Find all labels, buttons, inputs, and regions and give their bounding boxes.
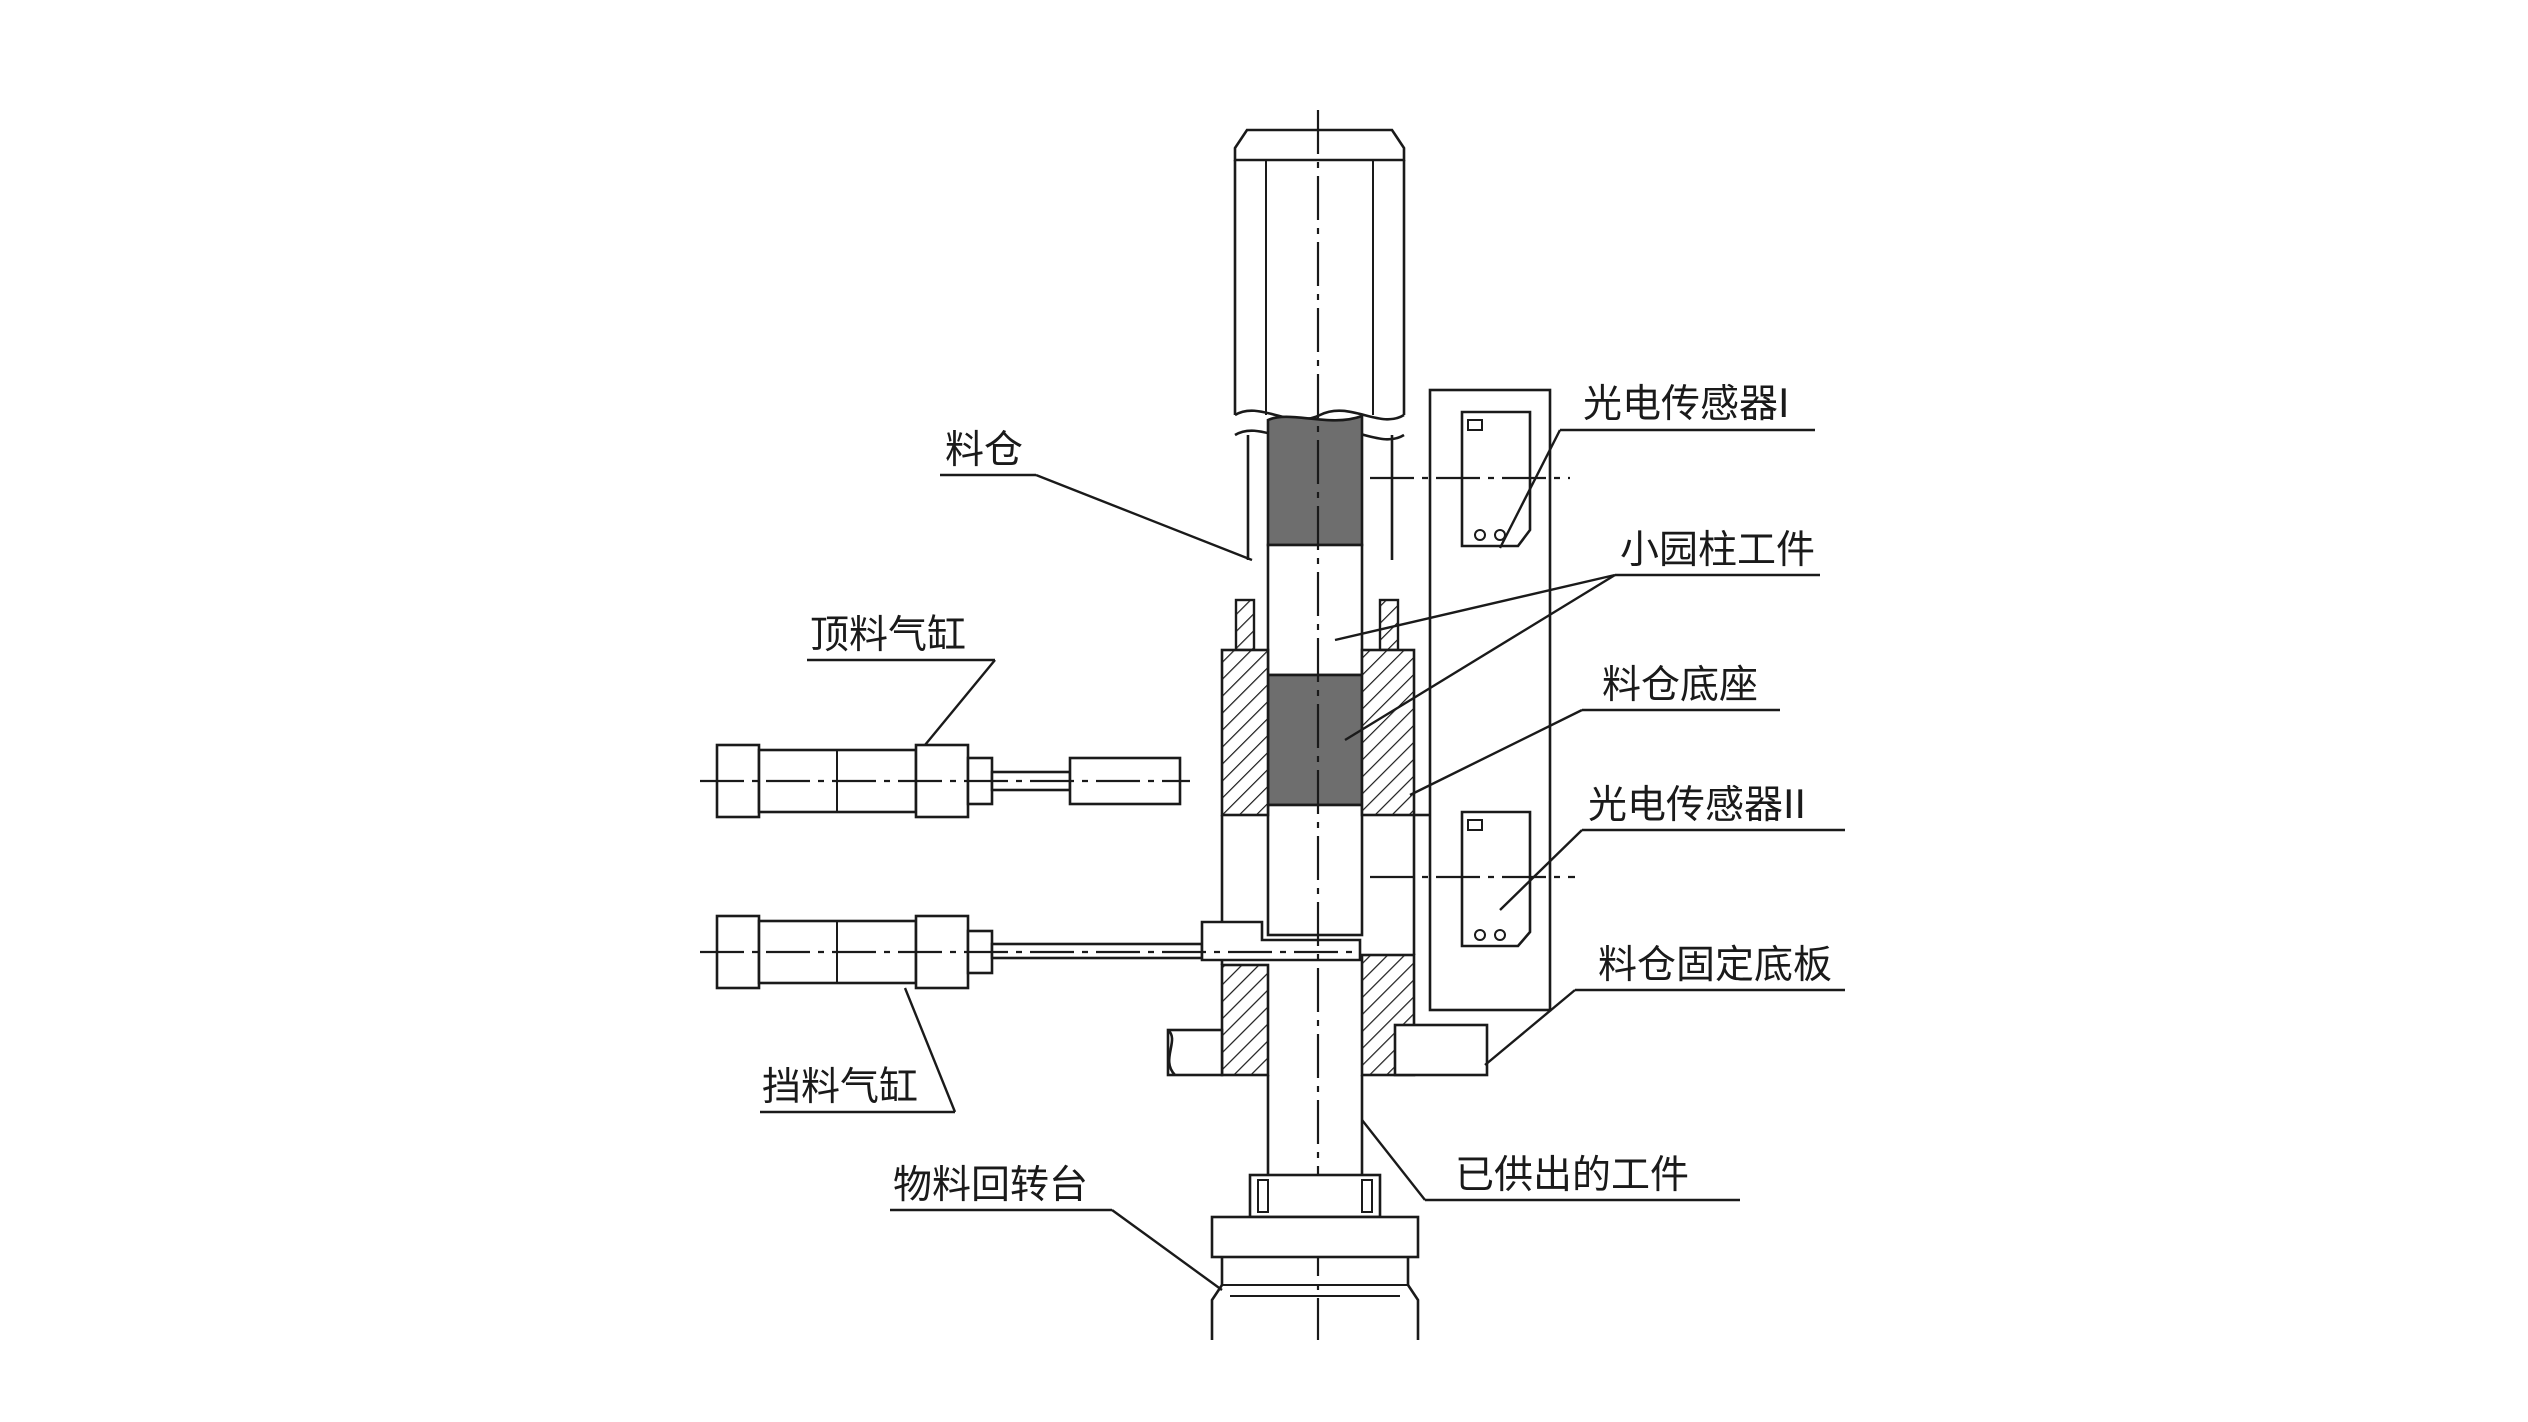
stop-cylinder — [700, 914, 1362, 990]
label-sensor-1: 光电传感器I — [1583, 382, 1790, 427]
label-workpiece: 小园柱工件 — [1620, 528, 1815, 573]
label-fixed-plate: 料仓固定底板 — [1598, 943, 1832, 988]
label-rotary-table: 物料回转台 — [893, 1163, 1088, 1208]
label-hopper-base: 料仓底座 — [1602, 663, 1758, 708]
label-hopper: 料仓 — [945, 428, 1023, 473]
labels: 料仓 光电传感器I 小园柱工件 料仓底座 光电传感器II 顶料气缸 挡料气缸 料… — [762, 382, 1832, 1208]
hopper-tube — [1233, 128, 1406, 560]
label-supplied-workpiece: 已供出的工件 — [1455, 1153, 1689, 1198]
photoelectric-sensor-1 — [1370, 410, 1570, 548]
material-rotary-table — [1210, 1173, 1420, 1340]
supplied-workpiece — [1266, 1075, 1364, 1175]
label-stop-cylinder: 挡料气缸 — [762, 1065, 918, 1110]
label-sensor-2: 光电传感器II — [1588, 783, 1806, 828]
photoelectric-sensor-2 — [1370, 810, 1575, 948]
workpiece-stack — [1266, 414, 1364, 937]
hopper-fixed-plate — [1166, 1023, 1489, 1077]
label-eject-cylinder: 顶料气缸 — [810, 613, 966, 658]
leader-lines — [760, 428, 1845, 1291]
eject-cylinder — [700, 743, 1190, 819]
